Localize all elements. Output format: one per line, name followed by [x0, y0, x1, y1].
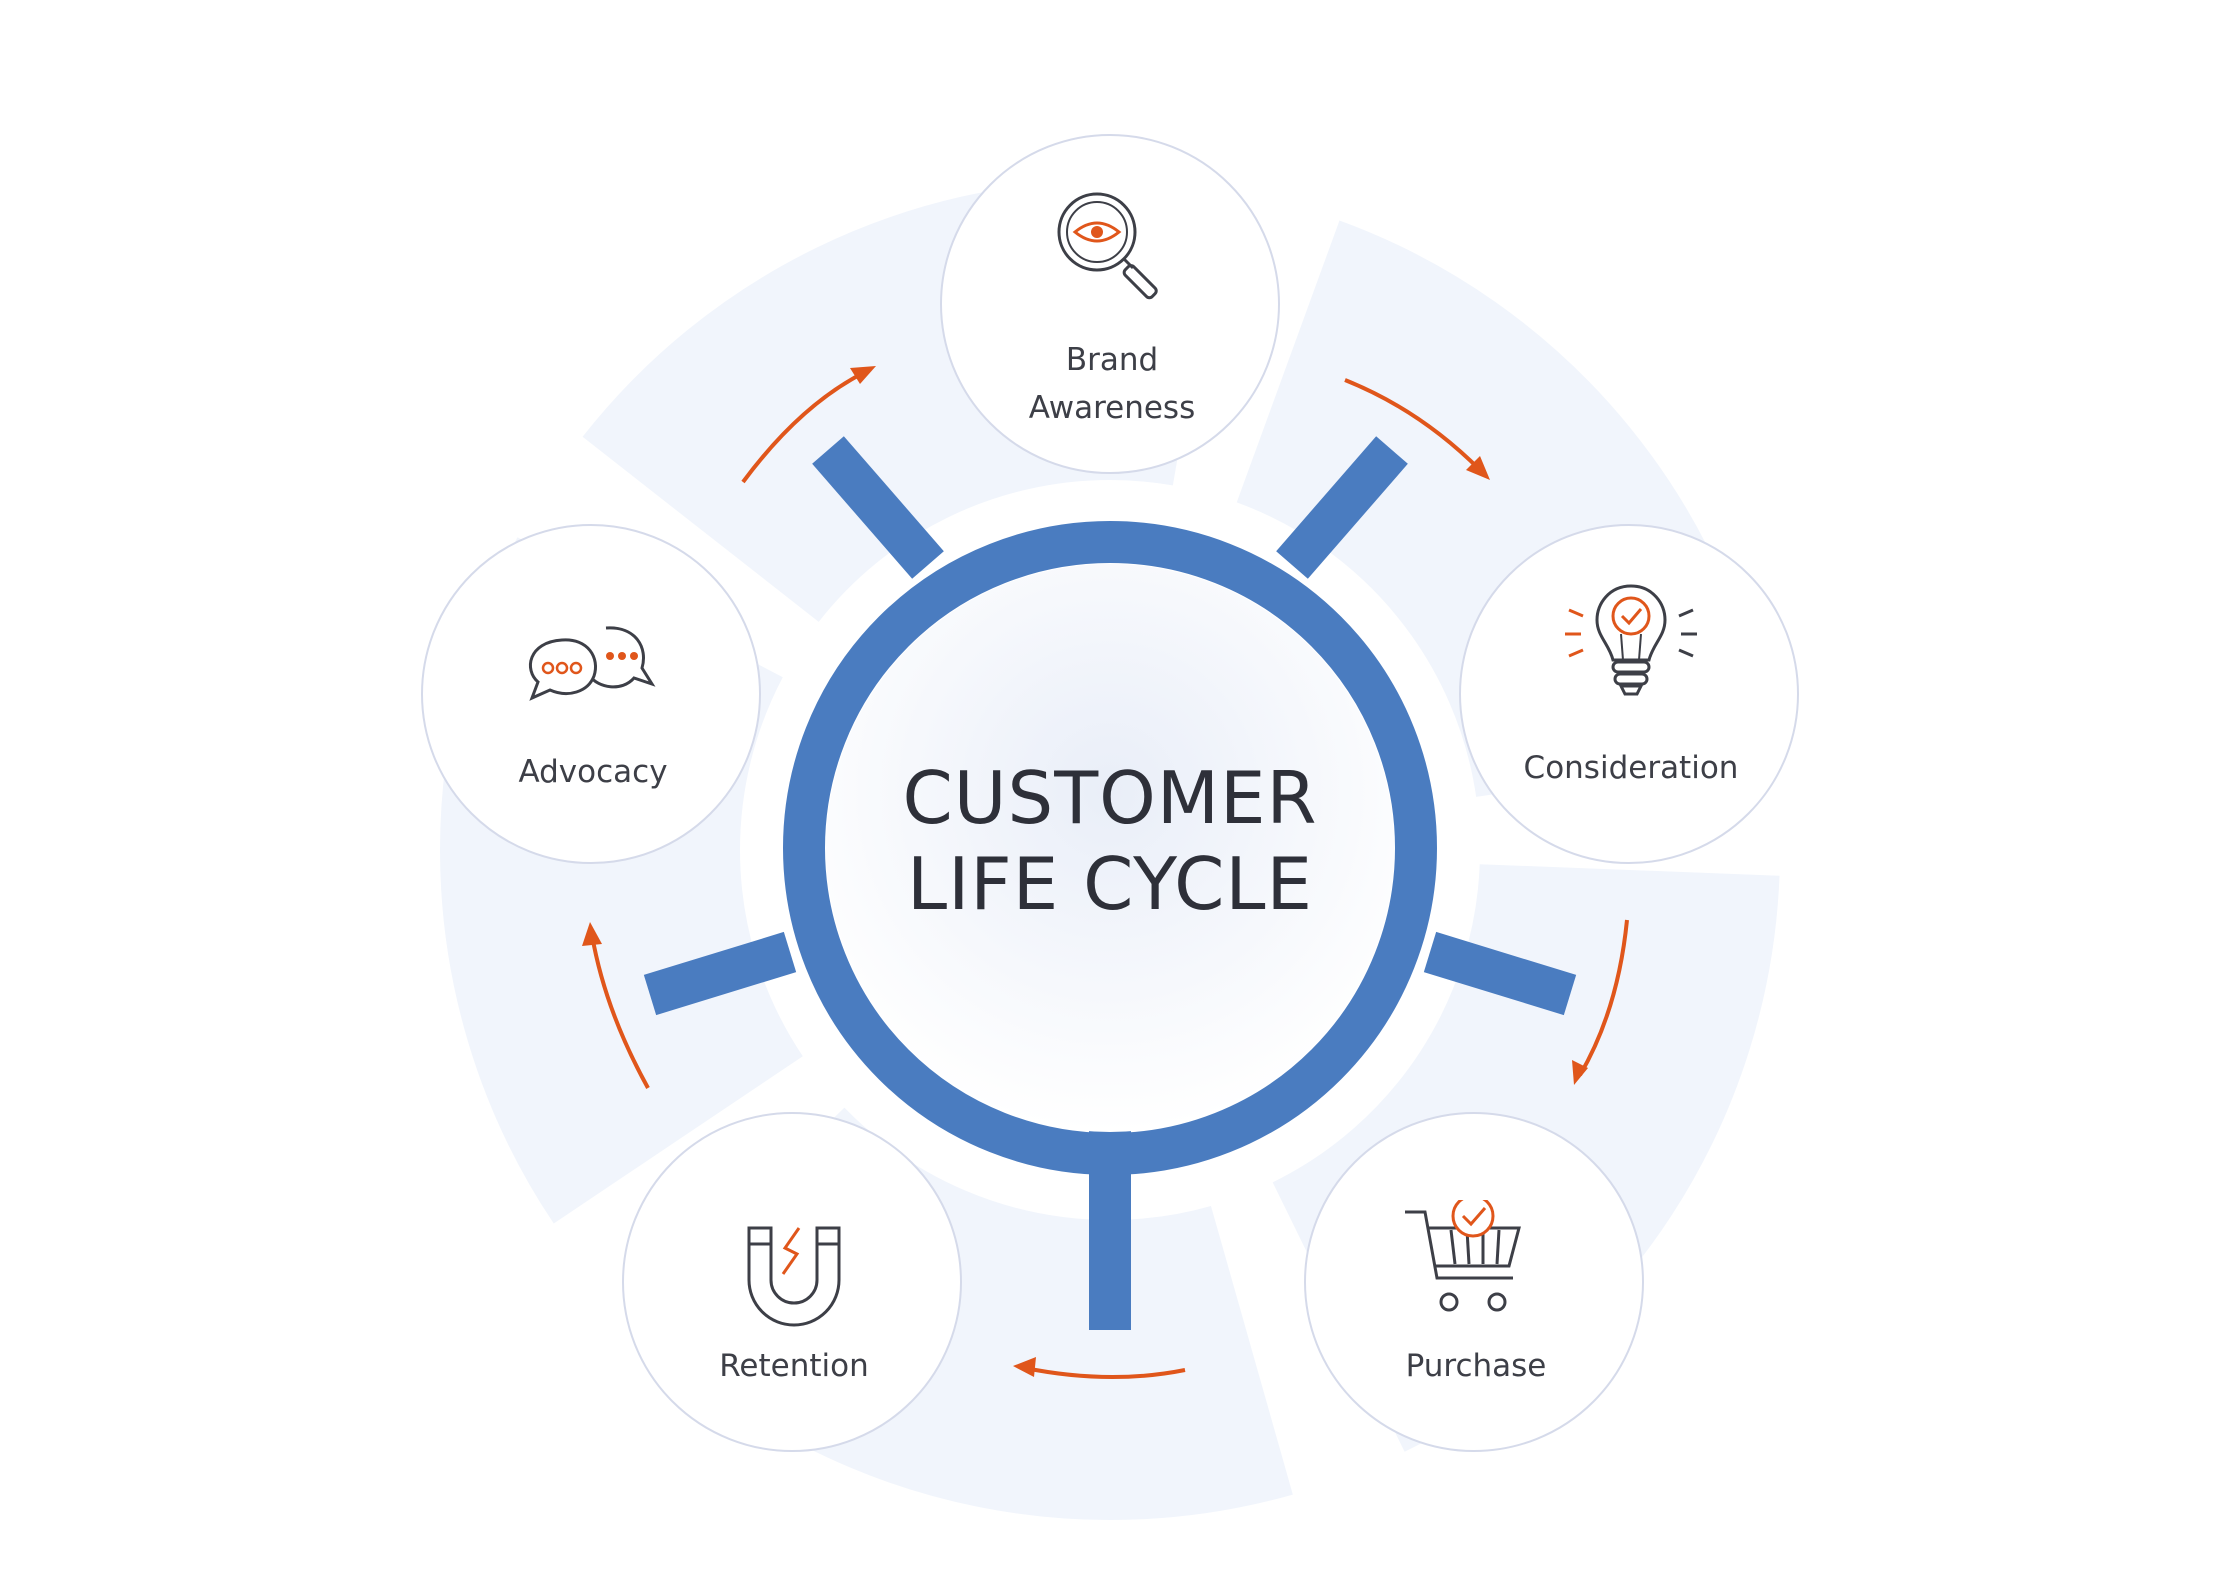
stage-node-purchase: Purchase [1304, 1112, 1644, 1452]
cycle-arrows [590, 370, 1629, 1380]
stage-label: Retention [624, 1342, 964, 1390]
stage-label-line-2: Awareness [1028, 390, 1196, 426]
center-title-line-2: LIFE CYCLE [906, 842, 1314, 926]
stage-label: Brand Awareness [942, 336, 1282, 432]
center-title: CUSTOMER LIFE CYCLE [830, 755, 1390, 927]
stage-label: Advocacy [423, 748, 763, 796]
magnet-icon [747, 1226, 841, 1327]
center-title-line-1: CUSTOMER [902, 756, 1318, 840]
spoke-upper-right [1276, 436, 1408, 579]
lightbulb-check-icon [1565, 584, 1697, 696]
magnifier-eye-icon [1057, 192, 1158, 300]
stage-label-line-1: Retention [719, 1348, 869, 1384]
stage-label-line-1: Brand [1065, 342, 1159, 378]
stage-label: Purchase [1306, 1342, 1646, 1390]
stage-label: Consideration [1461, 744, 1801, 792]
arrow-retention-to-advocacy [590, 934, 650, 1089]
arrowhead-1 [1466, 456, 1490, 480]
arrow-consideration-to-purchase [1578, 919, 1629, 1077]
arrowhead-3 [1013, 1357, 1036, 1377]
spoke-left [643, 931, 797, 1016]
speech-bubbles-icon [528, 626, 656, 701]
arrow-purchase-to-retention [1024, 1366, 1186, 1380]
shopping-cart-check-icon [1405, 1200, 1521, 1312]
hub-center [826, 564, 1394, 1132]
arrow-awareness-to-consideration [1344, 378, 1482, 472]
arrow-advocacy-to-awareness [741, 370, 866, 484]
arrowhead-5 [850, 366, 876, 384]
hub-ring [643, 436, 1577, 1330]
stage-node-brand-awareness: Brand Awareness [940, 134, 1280, 474]
stage-label-line-1: Consideration [1523, 750, 1739, 786]
arrowhead-4 [582, 922, 602, 946]
stage-label-line-1: Purchase [1405, 1348, 1547, 1384]
arrow-heads [582, 366, 1588, 1377]
stage-node-retention: Retention [622, 1112, 962, 1452]
arrowhead-2 [1572, 1060, 1588, 1085]
spoke-right [1423, 931, 1577, 1016]
stage-node-consideration: Consideration [1459, 524, 1799, 864]
stage-node-advocacy: Advocacy [421, 524, 761, 864]
stage-label-line-1: Advocacy [518, 754, 668, 790]
spoke-upper-left [812, 436, 944, 579]
